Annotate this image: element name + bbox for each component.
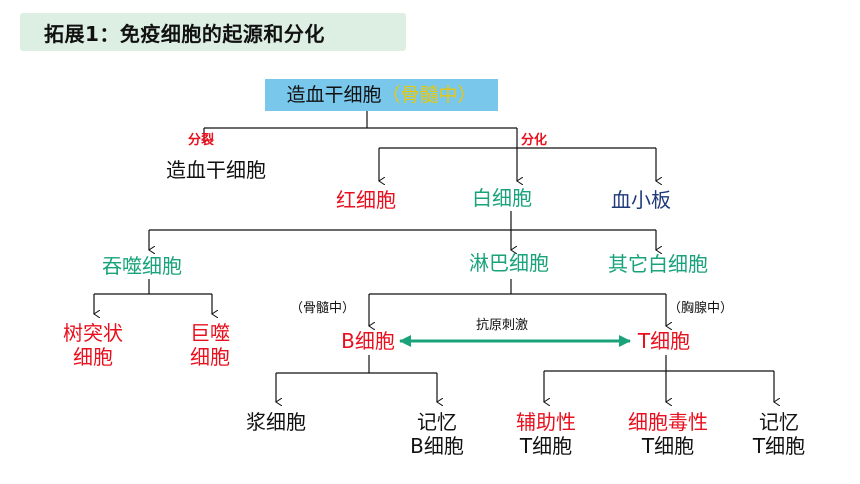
node-macrophage-line1: 巨噬 (190, 321, 230, 345)
node-helper-t: 辅助性 T细胞 (516, 410, 576, 458)
node-macrophage-line2: 细胞 (190, 345, 230, 369)
label-bone-marrow: （骨髓中） (290, 301, 356, 316)
root-node: 造血干细胞（骨髓中） (265, 79, 498, 111)
node-phagocyte: 吞噬细胞 (102, 254, 182, 278)
node-cytotoxic-t: 细胞毒性 T细胞 (628, 410, 708, 458)
root-node-location: （骨髓中） (381, 84, 477, 106)
node-helper-t-line2: T细胞 (519, 434, 573, 458)
node-memory-b-line2: B细胞 (410, 434, 464, 458)
node-wbc: 白细胞 (472, 186, 532, 210)
node-memory-t: 记忆 T细胞 (753, 410, 805, 458)
root-node-label: 造血干细胞 (286, 84, 382, 106)
node-macrophage: 巨噬 细胞 (190, 321, 230, 369)
label-differentiate: 分化 (521, 133, 548, 148)
node-helper-t-line1: 辅助性 (516, 410, 576, 434)
node-memory-t-line1: 记忆 (759, 410, 799, 434)
label-split: 分裂 (188, 133, 215, 148)
node-plasma: 浆细胞 (246, 410, 306, 434)
node-b-cell: B细胞 (341, 329, 395, 353)
node-platelet: 血小板 (611, 188, 671, 212)
title-banner (20, 13, 406, 51)
node-dendritic-line2: 细胞 (73, 345, 113, 369)
node-dendritic: 树突状 细胞 (63, 321, 123, 369)
node-hsc-copy: 造血干细胞 (166, 158, 266, 182)
node-memory-b: 记忆 B细胞 (410, 410, 464, 458)
root-node-box (265, 79, 498, 111)
node-t-cell: T细胞 (637, 329, 691, 353)
node-other-wbc: 其它白细胞 (608, 252, 708, 276)
page-title: 拓展1：免疫细胞的起源和分化 (44, 22, 325, 46)
node-cytotoxic-t-line2: T细胞 (641, 434, 695, 458)
label-antigen-stimulus: 抗原刺激 (476, 318, 529, 333)
node-dendritic-line1: 树突状 (63, 321, 123, 345)
node-rbc: 红细胞 (336, 188, 396, 212)
node-cytotoxic-t-line1: 细胞毒性 (628, 410, 708, 434)
label-thymus: （胸腺中） (668, 301, 734, 316)
node-memory-b-line1: 记忆 (416, 410, 457, 434)
node-memory-t-line2: T细胞 (752, 434, 806, 458)
node-lymphocyte: 淋巴细胞 (469, 251, 549, 275)
